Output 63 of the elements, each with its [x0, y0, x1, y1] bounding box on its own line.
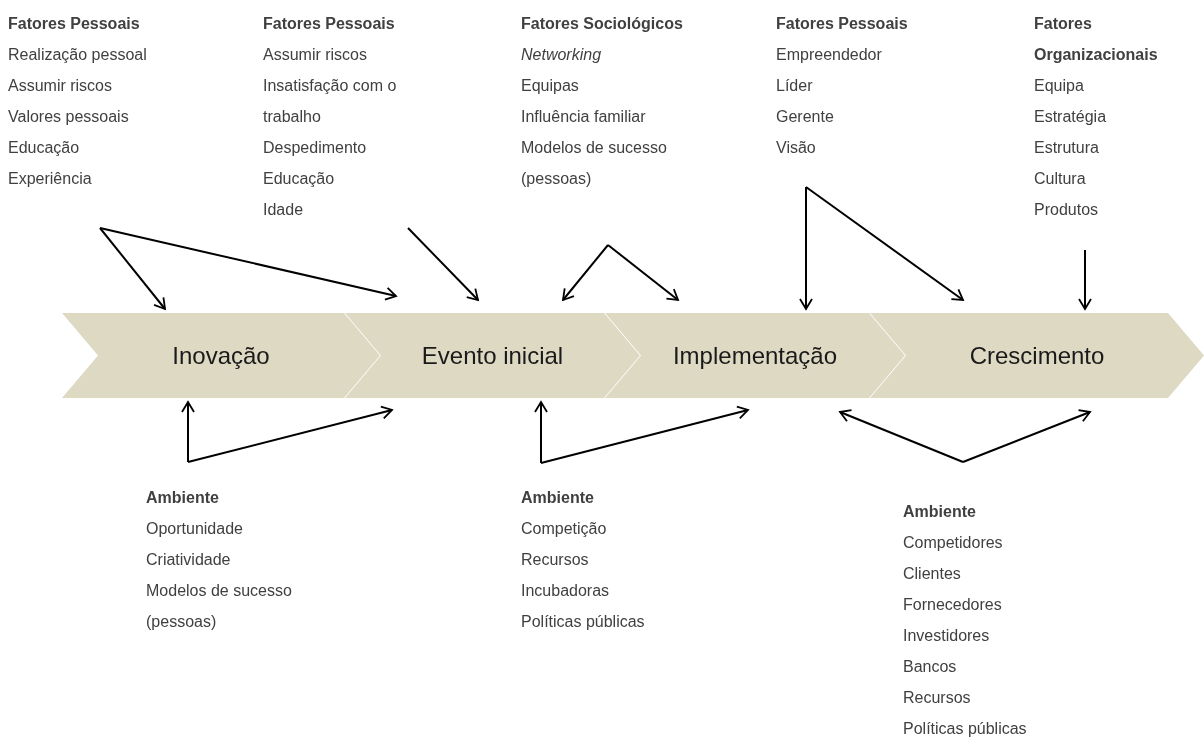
- factor-item: Modelos de sucesso (pessoas): [146, 581, 293, 632]
- step-label: Evento inicial: [421, 341, 564, 370]
- arrow: [1078, 249, 1092, 310]
- factor-heading: Fatores Pessoais: [8, 14, 141, 34]
- factor-item: Cultura: [1034, 169, 1087, 189]
- arrow: [799, 186, 813, 310]
- arrow: [534, 401, 548, 464]
- arrow: [187, 405, 393, 463]
- factor-item: Competidores: [903, 533, 1004, 553]
- factor-item: Políticas públicas: [903, 719, 1028, 739]
- factor-item: Visão: [776, 138, 817, 158]
- factor-item: Equipa: [1034, 76, 1085, 96]
- factor-item: Networking: [521, 45, 603, 65]
- factor-item: Recursos: [521, 550, 590, 570]
- factor-item: Políticas públicas: [521, 612, 646, 632]
- factor-item: Educação: [8, 138, 81, 158]
- arrow: [99, 227, 397, 301]
- factor-item: Realização pessoal: [8, 45, 148, 65]
- factor-item: Influência familiar: [521, 107, 647, 127]
- factor-item: Educação: [263, 169, 336, 189]
- factor-item: Experiência: [8, 169, 93, 189]
- factor-item: Investidores: [903, 626, 991, 646]
- factor-item: Assumir riscos: [263, 45, 368, 65]
- arrow: [99, 227, 166, 310]
- factor-item: Competição: [521, 519, 608, 539]
- arrow: [181, 401, 195, 463]
- factor-item: Idade: [263, 200, 305, 220]
- factor-item: Bancos: [903, 657, 958, 677]
- factor-item: Equipas: [521, 76, 580, 96]
- factor-item: Despedimento: [263, 138, 368, 158]
- arrow: [805, 186, 964, 301]
- arrow: [562, 244, 609, 301]
- factor-item: Incubadoras: [521, 581, 611, 601]
- step-label: Inovação: [172, 341, 270, 370]
- factor-heading: Fatores Sociológicos: [521, 14, 684, 34]
- arrow: [607, 244, 679, 301]
- factor-heading: Ambiente: [903, 502, 977, 522]
- factor-item: Líder: [776, 76, 814, 96]
- step-label: Crescimento: [969, 341, 1105, 370]
- arrow: [407, 227, 479, 301]
- factor-heading: Ambiente: [146, 488, 220, 508]
- factor-item: Valores pessoais: [8, 107, 130, 127]
- factor-item: Estrutura: [1034, 138, 1100, 158]
- step-label: Implementação: [672, 341, 838, 370]
- arrow: [839, 409, 964, 463]
- factor-item: Fornecedores: [903, 595, 1003, 615]
- factor-heading: Fatores Pessoais: [263, 14, 396, 34]
- factor-item: Insatisfação com o trabalho: [263, 76, 398, 127]
- factor-item: Estratégia: [1034, 107, 1108, 127]
- factor-item: Criatividade: [146, 550, 232, 570]
- factor-item: Assumir riscos: [8, 76, 113, 96]
- factor-item: Gerente: [776, 107, 835, 127]
- factor-item: Empreendedor: [776, 45, 883, 65]
- factor-item: Produtos: [1034, 200, 1100, 220]
- factor-heading: Ambiente: [521, 488, 595, 508]
- factor-heading: Fatores Pessoais: [776, 14, 909, 34]
- factor-item: Oportunidade: [146, 519, 244, 539]
- factor-item: Recursos: [903, 688, 972, 708]
- factor-heading: Fatores Organizacionais: [1034, 14, 1159, 65]
- arrow: [540, 405, 749, 464]
- arrow: [962, 409, 1091, 463]
- factor-item: Modelos de sucesso (pessoas): [521, 138, 668, 189]
- factor-item: Clientes: [903, 564, 962, 584]
